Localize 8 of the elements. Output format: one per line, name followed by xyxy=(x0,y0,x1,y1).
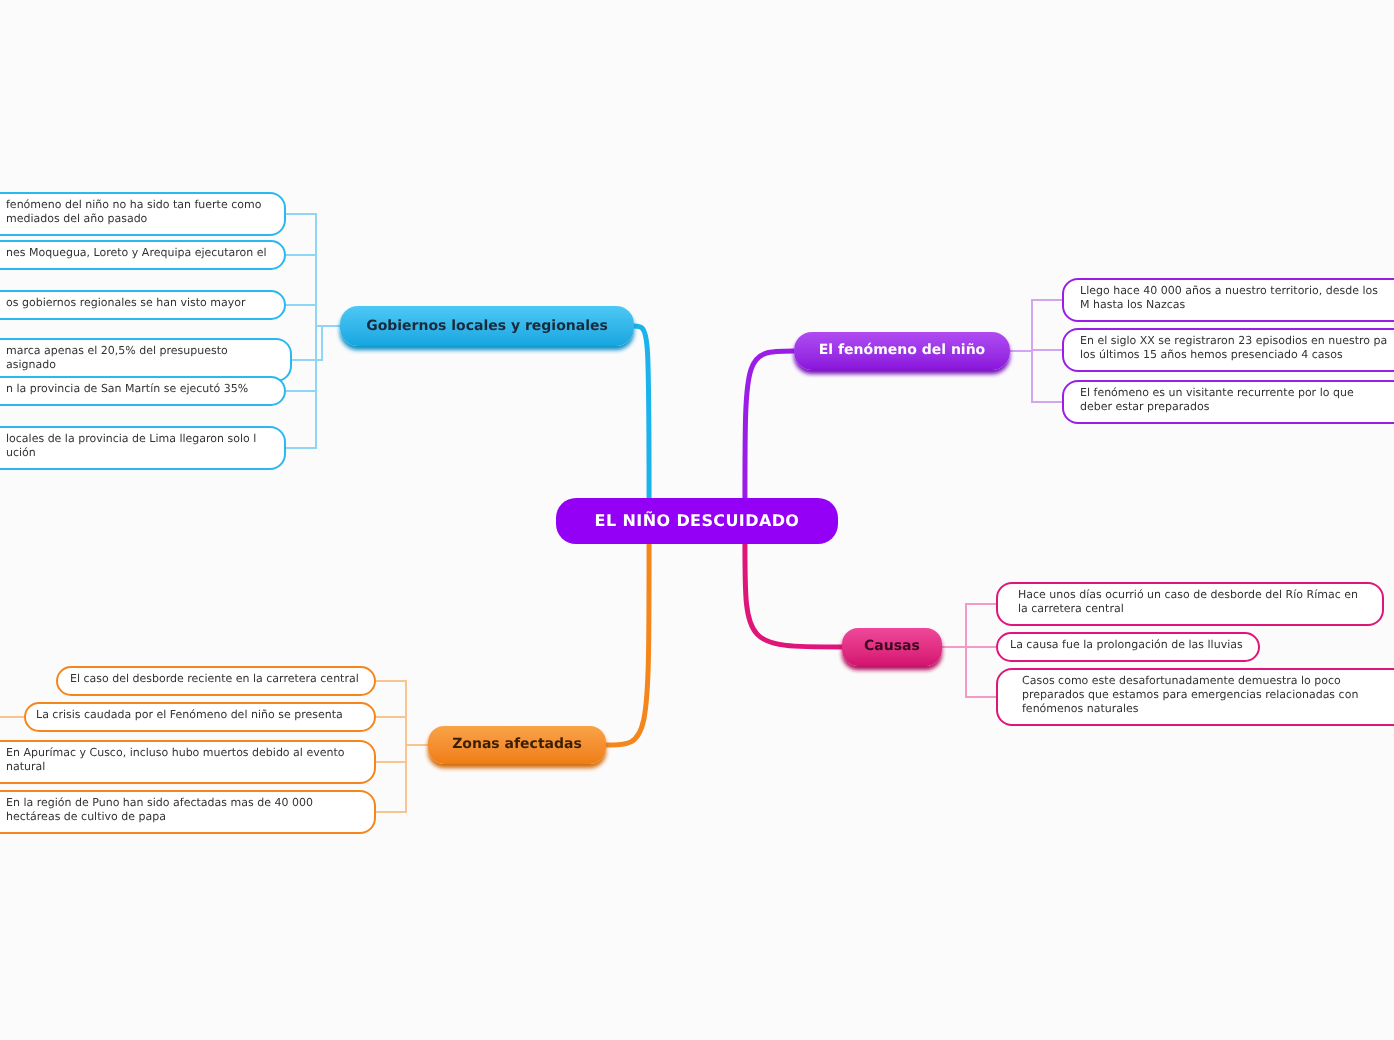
connector-line xyxy=(375,744,429,813)
connector-line xyxy=(742,348,794,498)
connector-line xyxy=(742,544,842,650)
connector-line xyxy=(0,716,25,718)
connector-line xyxy=(1009,350,1063,403)
connector-line xyxy=(941,646,997,698)
connector-line xyxy=(285,325,341,449)
central-topic: EL NIÑO DESCUIDADO xyxy=(556,498,838,544)
